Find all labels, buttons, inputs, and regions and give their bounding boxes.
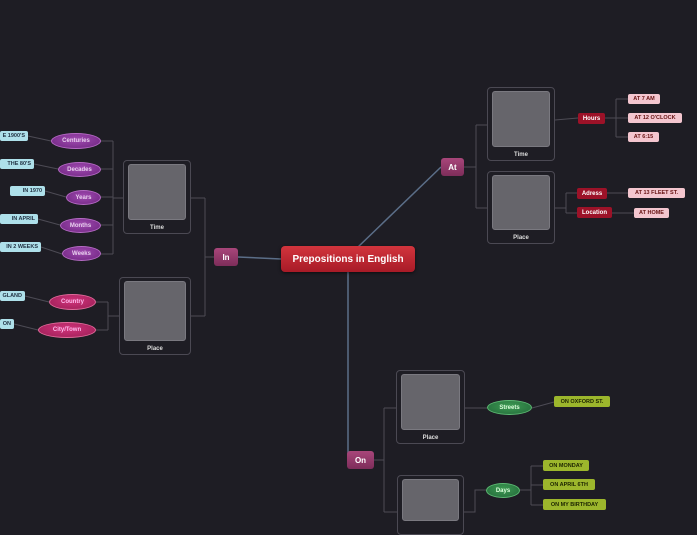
image-placeholder	[402, 479, 459, 521]
on-place-card[interactable]: Place	[396, 370, 465, 444]
image-placeholder	[401, 374, 460, 430]
in-time-card[interactable]: Time	[123, 160, 191, 234]
adress-item[interactable]: AT 13 FLEET ST.	[628, 188, 685, 198]
connector-central-on	[347, 272, 349, 461]
days-item-1[interactable]: ON MONDAY	[543, 460, 589, 471]
streets-item[interactable]: ON OXFORD ST.	[554, 396, 610, 407]
centuries-topic[interactable]: Centuries	[51, 133, 101, 149]
centuries-item[interactable]: E 1900'S	[0, 131, 28, 141]
image-placeholder	[128, 164, 186, 220]
at-place-caption: Place	[513, 235, 529, 241]
years-item[interactable]: IN 1970	[10, 186, 45, 196]
at-time-caption: Time	[514, 152, 528, 158]
in-place-card[interactable]: Place	[119, 277, 191, 355]
decades-item[interactable]: THE 80'S	[0, 159, 34, 169]
hours-item-3[interactable]: AT 6:15	[628, 132, 659, 142]
streets-topic[interactable]: Streets	[487, 400, 532, 415]
connector-central-at	[357, 166, 442, 248]
branch-at[interactable]: At	[441, 158, 464, 176]
hours-item-1[interactable]: AT 7 AM	[628, 94, 660, 104]
image-placeholder	[492, 91, 550, 147]
image-placeholder	[492, 175, 550, 230]
years-topic[interactable]: Years	[66, 190, 101, 205]
country-topic[interactable]: Country	[49, 294, 96, 310]
country-item[interactable]: GLAND	[0, 291, 25, 301]
in-time-caption: Time	[150, 225, 164, 231]
days-item-2[interactable]: ON APRIL 6TH	[543, 479, 595, 490]
weeks-item[interactable]: IN 2 WEEKS	[0, 242, 41, 252]
connector-on-days	[464, 489, 486, 513]
connector-place-ellipses	[96, 301, 119, 331]
connector-time-ellipses	[101, 140, 123, 255]
weeks-topic[interactable]: Weeks	[62, 246, 101, 261]
connector-hours-items	[605, 98, 628, 138]
connector-on-children	[374, 407, 397, 513]
city-item[interactable]: ON	[0, 319, 14, 329]
in-place-caption: Place	[147, 346, 163, 352]
months-item[interactable]: IN APRIL	[0, 214, 38, 224]
branch-in[interactable]: In	[214, 248, 238, 266]
location-item[interactable]: AT HOME	[634, 208, 669, 218]
at-place-card[interactable]: Place	[487, 171, 555, 244]
months-topic[interactable]: Months	[60, 218, 101, 233]
connector-in-cards	[191, 197, 214, 317]
connector-streets-item	[531, 401, 555, 409]
location-topic[interactable]: Location	[577, 207, 612, 218]
on-place-caption: Place	[422, 435, 439, 441]
adress-topic[interactable]: Adress	[577, 188, 607, 199]
central-topic[interactable]: Prepositions in English	[281, 246, 415, 272]
connector-days-items	[520, 465, 543, 506]
connector-central-in	[237, 256, 282, 260]
connector-place-leaves	[555, 192, 577, 214]
connector-at-hours	[554, 117, 579, 121]
city-topic[interactable]: City/Town	[38, 322, 96, 338]
branch-on[interactable]: On	[347, 451, 374, 469]
days-topic[interactable]: Days	[486, 483, 520, 498]
on-days-card[interactable]	[397, 475, 464, 535]
image-placeholder	[124, 281, 186, 341]
hours-item-2[interactable]: AT 12 O'CLOCK	[628, 113, 682, 123]
connector-ellipse-labels	[27, 135, 67, 255]
days-item-3[interactable]: ON MY BIRTHDAY	[543, 499, 606, 510]
at-time-card[interactable]: Time	[487, 87, 555, 161]
connector-lines	[13, 98, 634, 513]
hours-topic[interactable]: Hours	[578, 113, 605, 124]
decades-topic[interactable]: Decades	[58, 162, 101, 177]
connector-at-cards	[464, 124, 487, 209]
connector-country-city-labels	[13, 295, 50, 331]
